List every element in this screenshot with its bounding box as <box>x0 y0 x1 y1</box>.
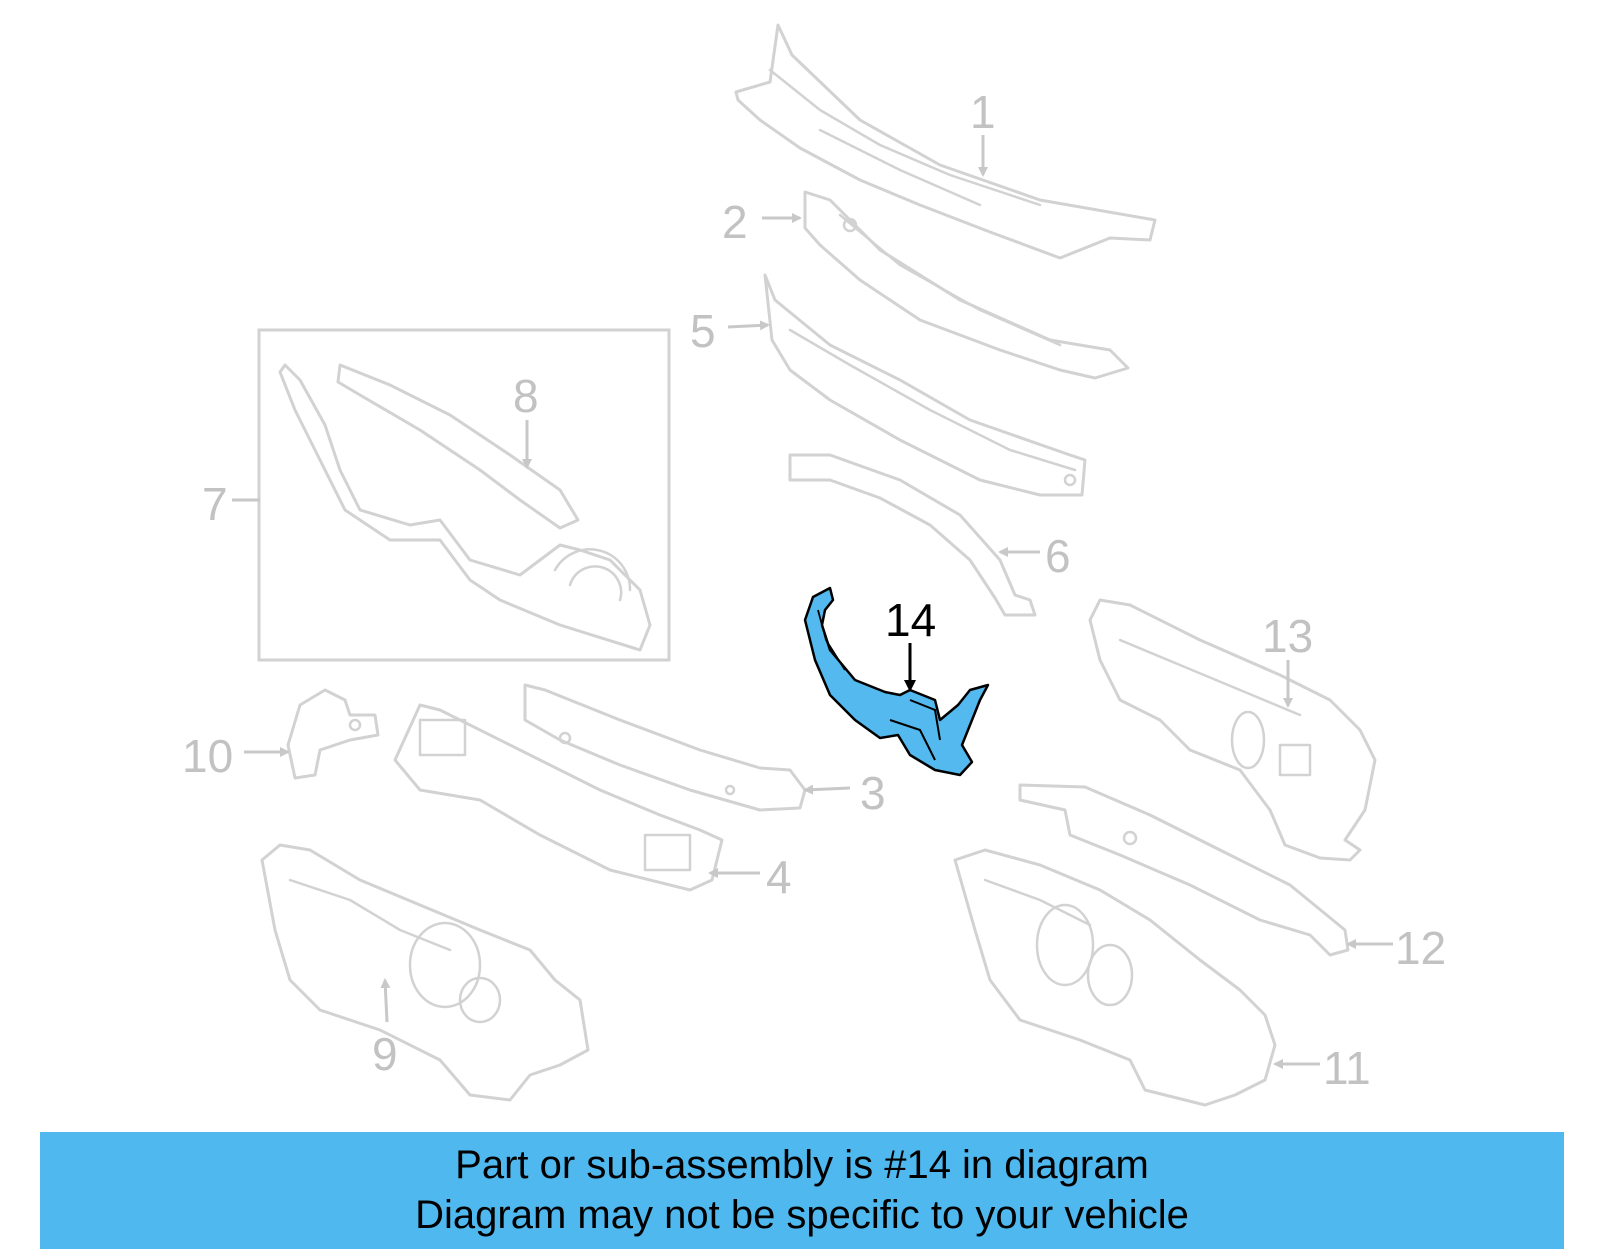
leader-3 <box>803 784 851 795</box>
callout-2: 2 <box>722 196 748 248</box>
callout-6: 6 <box>1045 530 1071 582</box>
part-1-cowl-top-panel <box>734 23 1157 260</box>
caption-banner: Part or sub-assembly is #14 in diagram D… <box>40 1132 1564 1249</box>
callout-3: 3 <box>860 767 886 819</box>
caption-line-2: Diagram may not be specific to your vehi… <box>415 1193 1189 1237</box>
callout-8: 8 <box>513 370 539 422</box>
callout-14: 14 <box>885 594 936 646</box>
part-6-cowl-bar <box>788 453 1037 617</box>
callout-4: 4 <box>766 851 792 903</box>
callout-12: 12 <box>1395 922 1446 974</box>
callout-5: 5 <box>690 305 716 357</box>
part-4-cowl-bracket <box>393 703 724 892</box>
leader-lines <box>232 135 1393 1069</box>
part-10-bracket <box>286 688 380 780</box>
part-3-reinforcement <box>523 683 807 812</box>
part-12-lower-bar <box>1018 783 1350 957</box>
callout-labels: 1 2 3 4 5 6 7 8 9 10 11 12 13 14 <box>182 86 1446 1094</box>
part-13-dash-panel <box>1088 598 1377 862</box>
part-11-dash-insulator <box>953 848 1277 1107</box>
leader-9 <box>380 978 391 1023</box>
part-5-cowl-lower-panel <box>763 273 1087 497</box>
callout-13: 13 <box>1262 610 1313 662</box>
callout-11: 11 <box>1323 1042 1371 1094</box>
part-2-cowl-inner-panel <box>803 190 1130 380</box>
part-7-8-assembly <box>257 328 671 662</box>
part-14-highlighted <box>803 586 990 777</box>
caption-line-1: Part or sub-assembly is #14 in diagram <box>455 1143 1149 1187</box>
part-9-dash-insulator <box>260 843 590 1102</box>
callout-9: 9 <box>372 1028 398 1080</box>
callout-10: 10 <box>182 730 233 782</box>
callout-1: 1 <box>970 86 996 138</box>
callout-7: 7 <box>202 478 228 530</box>
leader-5 <box>727 320 770 331</box>
